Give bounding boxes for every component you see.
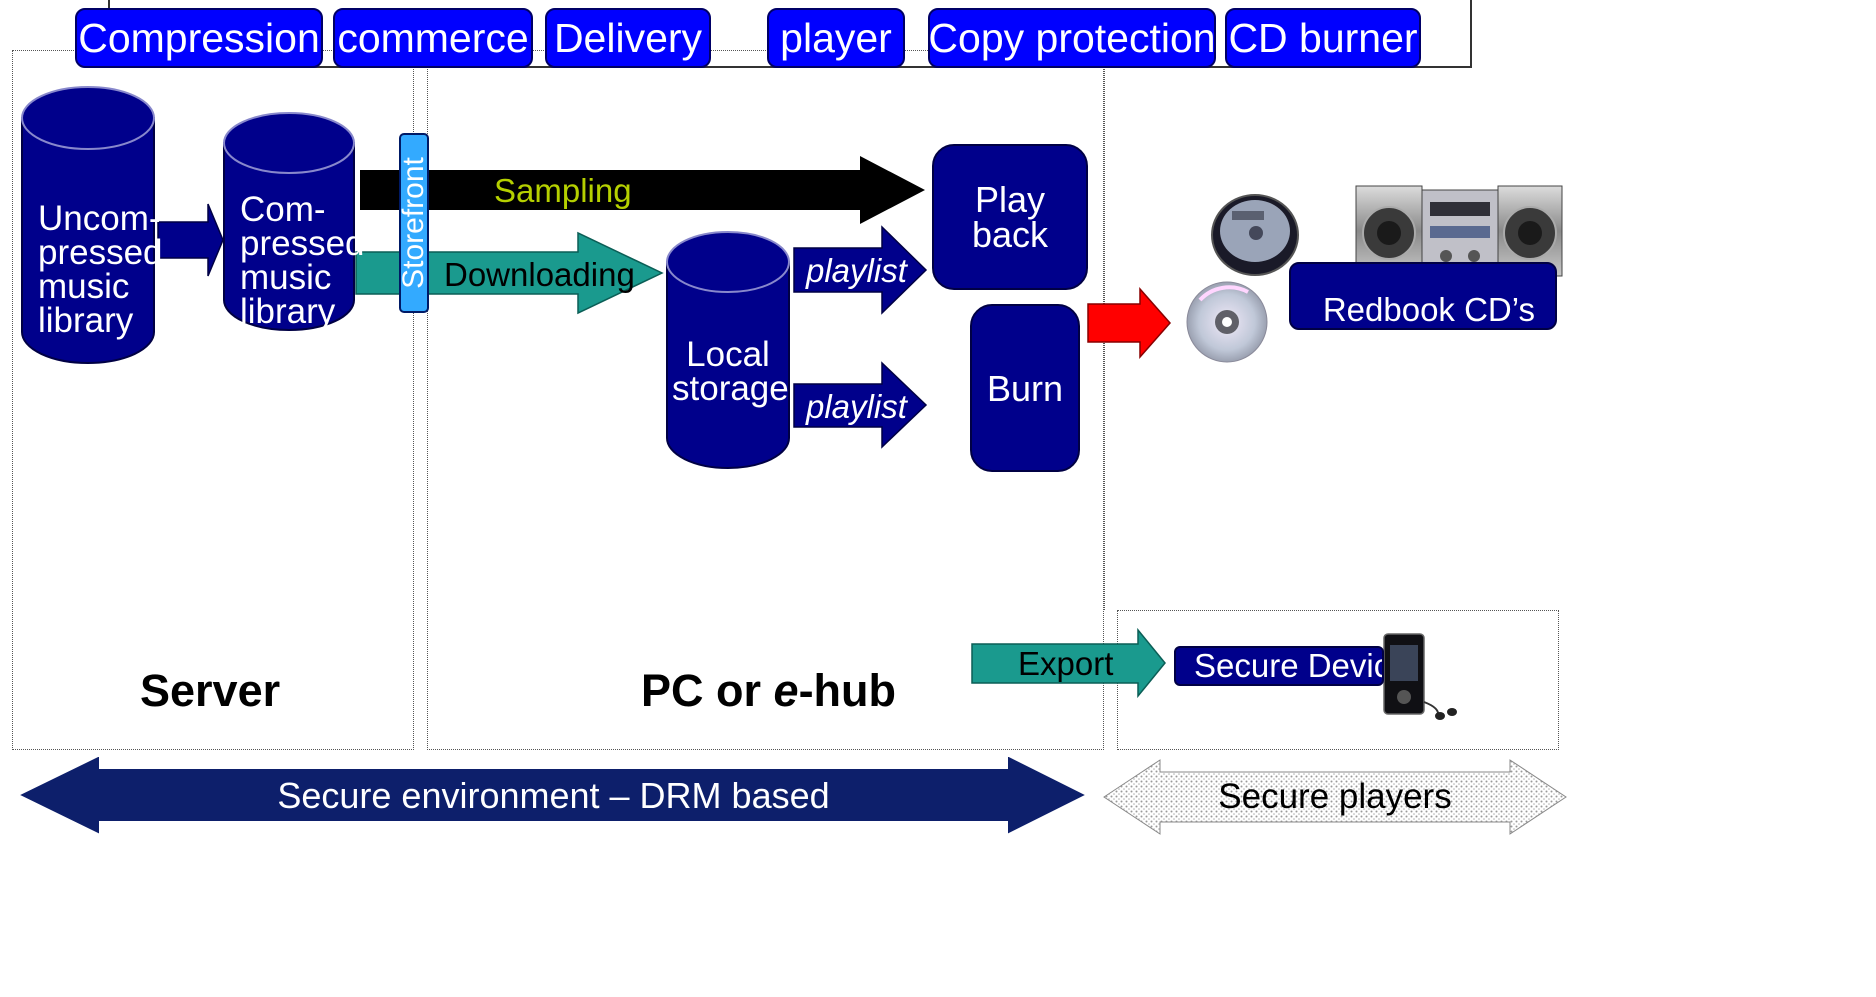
compressed-library-cylinder [223,112,355,331]
local-storage-label: Local storage [672,335,789,408]
redbook-cds-box: Redbook CD’s [1289,262,1557,330]
compress-arrow [157,203,224,277]
export-arrow [971,627,1166,699]
secure-device-box: Secure Device [1174,646,1384,686]
secure-players-label: Secure players [1218,777,1452,816]
storefront-bar: Storefront [397,133,430,313]
storefront-label: Storefront [397,157,430,289]
local-storage-cylinder [666,231,790,469]
playlist-top-label: playlist [806,252,907,289]
pill-copy-protection: Copy protection [928,8,1216,68]
uncompressed-library-label: Uncom- pressed music library [38,199,163,340]
secure-environment-arrow [15,753,1090,837]
stereo-system-icon [1355,185,1563,277]
pill-commerce: commerce [333,8,533,68]
pc-region-label: PC or e-hub [641,665,896,717]
playlist-bottom-arrow [793,361,928,449]
server-region-label: Server [140,665,281,716]
pill-player: player [767,8,905,68]
pill-compression: Compression [75,8,323,68]
secure-players-arrow [1103,759,1567,835]
playback-block: Play back [932,144,1088,290]
secure-environment-label: Secure environment – DRM based [277,775,830,816]
portable-cd-player-icon [1211,194,1299,276]
pc-label-prefix: PC or [641,665,774,716]
sampling-label: Sampling [494,172,632,209]
red-arrow [1087,287,1172,359]
compressed-library-label: Com- pressed music library [240,190,365,331]
cd-disc-icon [1186,281,1268,363]
uncompressed-library-cylinder [21,86,155,364]
sampling-arrow [360,156,925,224]
pc-region [427,50,1104,750]
pill-delivery: Delivery [545,8,711,68]
downloading-arrow [355,231,664,315]
pc-label-suffix: -hub [798,665,897,716]
export-label: Export [1018,645,1114,682]
playlist-bottom-label: playlist [806,388,907,425]
playlist-top-arrow [793,225,928,315]
downloading-label: Downloading [444,256,635,293]
mp3-player-icon [1383,633,1457,720]
pill-cd-burner: CD burner [1225,8,1421,68]
burn-block: Burn [970,304,1080,472]
pc-label-italic: e [773,665,799,716]
